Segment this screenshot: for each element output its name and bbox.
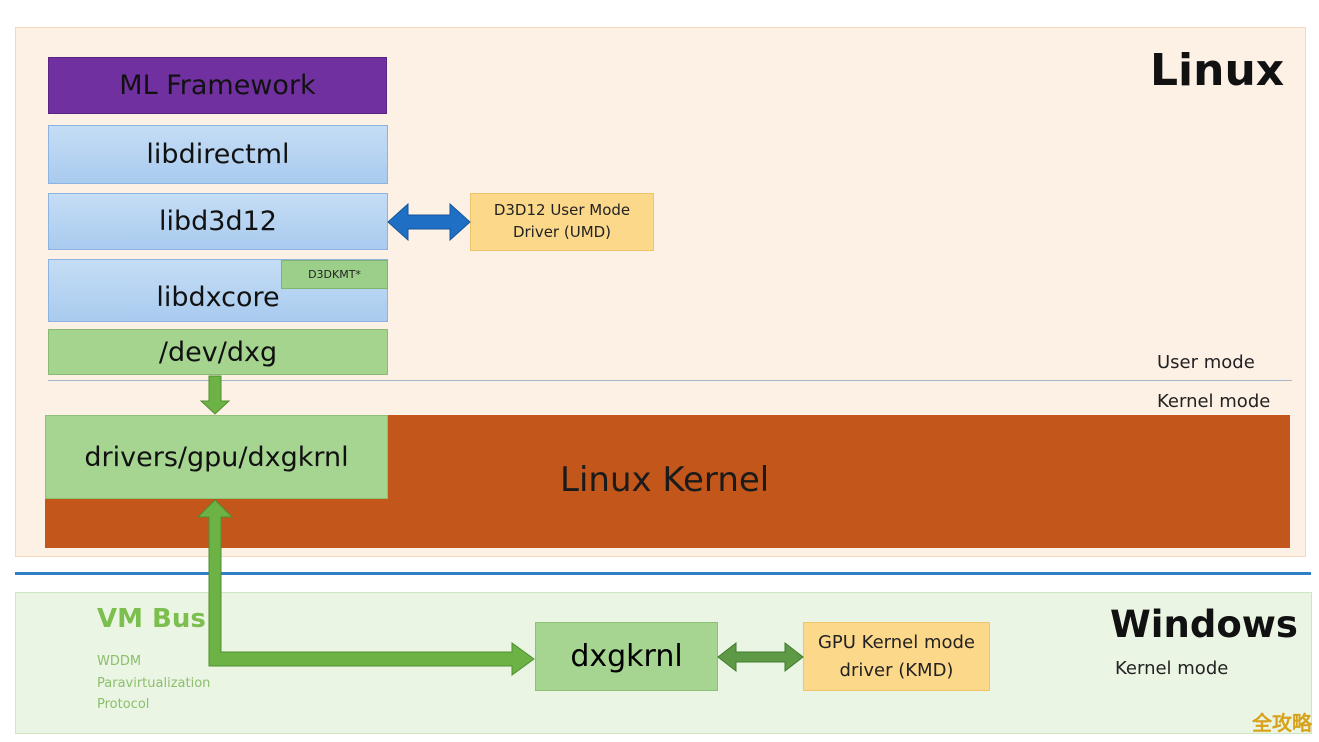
libdirectml-box: libdirectml [48, 125, 388, 184]
umd-box: D3D12 User Mode Driver (UMD) [470, 193, 654, 251]
dev-dxg-box: /dev/dxg [48, 329, 388, 375]
d3dkmt-tag: D3DKMT* [281, 260, 388, 289]
dev-dxg-down-arrow [199, 375, 231, 415]
user-mode-label: User mode [1157, 352, 1255, 373]
ml-framework-box: ML Framework [48, 57, 387, 114]
vm-bus-channel-arrow [196, 499, 535, 676]
kmd-line-2: driver (KMD) [839, 659, 954, 681]
libd3d12-box: libd3d12 [48, 193, 388, 250]
umd-line-1: D3D12 User Mode [493, 201, 631, 220]
vm-bus-line-protocol: Protocol [97, 697, 150, 712]
windows-dxgkrnl-box: dxgkrnl [535, 622, 718, 691]
dxgkrnl-kmd-double-arrow [717, 641, 804, 673]
vm-bus-title: VM Bus [97, 604, 206, 634]
linux-dxgkrnl-driver-box: drivers/gpu/dxgkrnl [45, 415, 388, 499]
kernel-mode-label: Kernel mode [1157, 391, 1271, 412]
vm-bus-line-paravirtualization: Paravirtualization [97, 676, 211, 691]
watermark-text: 全攻略 [1252, 711, 1312, 735]
windows-title: Windows [1110, 603, 1298, 646]
windows-kernel-mode-label: Kernel mode [1115, 658, 1229, 679]
kmd-box: GPU Kernel mode driver (KMD) [803, 622, 990, 691]
user-kernel-boundary-line [48, 380, 1292, 381]
kmd-line-1: GPU Kernel mode [817, 631, 976, 653]
linux-title: Linux [1150, 45, 1285, 96]
umd-line-2: Driver (UMD) [512, 223, 612, 241]
libd3d12-umd-double-arrow [387, 202, 471, 242]
os-separator [15, 572, 1311, 575]
linux-kernel-label: Linux Kernel [560, 460, 770, 500]
vm-bus-line-wddm: WDDM [97, 654, 142, 669]
